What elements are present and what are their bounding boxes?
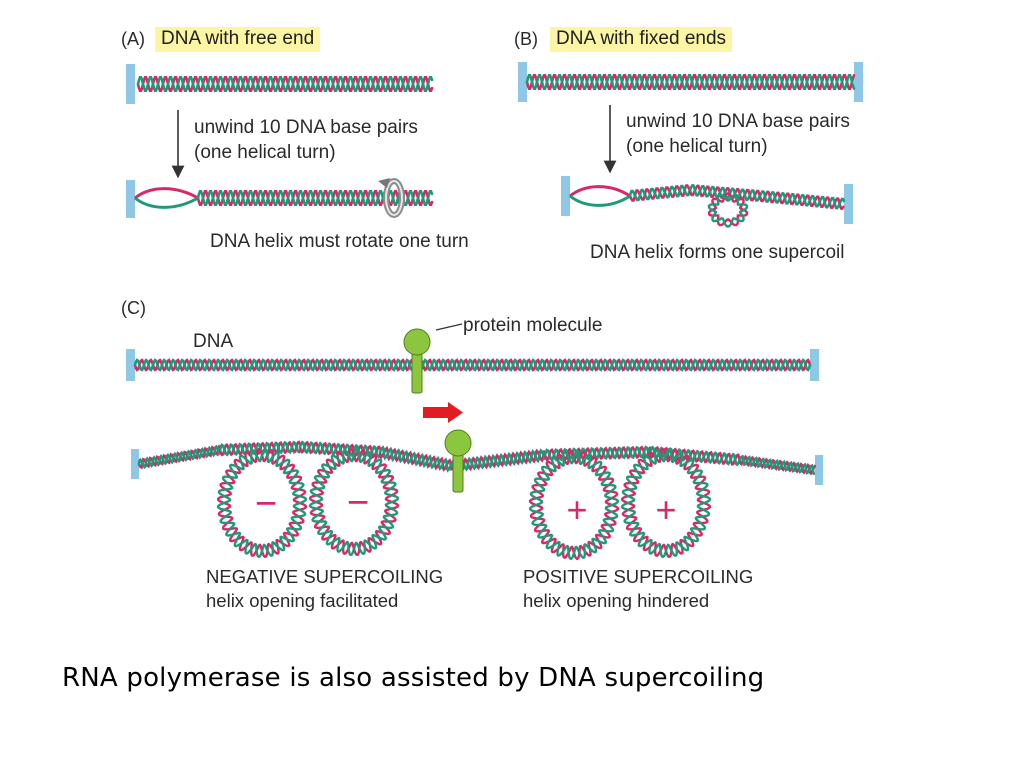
dna-strand [378,445,454,473]
leader-line [435,323,463,331]
positive-supercoil-loop [528,449,620,561]
dna-helix-relaxed [525,74,856,90]
dna-helix-segment [378,445,454,473]
dna-helix-relaxed [133,358,812,372]
dna-strand [218,440,302,457]
slide-caption: RNA polymerase is also assisted by DNA s… [62,663,765,693]
dna-strand [450,448,547,473]
dna-strand [136,76,434,92]
dna-helix-relaxed [136,76,434,92]
dna-helix-segment [738,454,817,476]
negative-supercoiling-title: NEGATIVE SUPERCOILING [206,566,444,587]
dna-helix-segment [196,190,434,206]
panel-b-title: DNA with fixed ends [550,27,733,52]
anchor-block [126,349,135,381]
dna-strand [620,447,712,559]
anchor-block [844,184,853,224]
panel-b-step-line1: unwind 10 DNA base pairs [626,111,850,132]
anchor-block [126,180,135,218]
positive-supercoiling-title: POSITIVE SUPERCOILING [523,566,754,587]
dna-helix-segment [543,445,652,462]
dna-strand [628,184,691,202]
negative-sign: − [255,483,277,525]
anchor-block [561,176,570,216]
protein-molecule-icon [444,429,472,493]
dna-strand [525,74,856,90]
panel-a-result: DNA helix must rotate one turn [210,231,469,252]
anchor-block [854,62,863,102]
dna-strand [308,447,400,557]
positive-sign: + [655,489,676,530]
supercoil-loop [707,192,749,228]
dna-helix-segment [137,444,222,470]
dna-strand [738,454,816,476]
negative-supercoil-loop [216,447,308,559]
anchor-block [815,455,823,485]
panel-a-step-line2: (one helical turn) [194,142,336,163]
anchor-block [131,449,139,479]
dna-strand [137,444,222,470]
negative-supercoiling-subtitle: helix opening facilitated [206,590,399,611]
dna-label: DNA [193,331,234,352]
positive-supercoil-loop [620,447,712,559]
dna-helix-unwound [569,185,631,207]
dna-helix-unwound [134,187,199,209]
dna-strand [196,190,434,206]
dna-helix-segment [758,190,846,210]
rotation-arrow-icon [378,178,405,218]
dna-helix-segment [628,184,691,202]
anchor-block [810,349,819,381]
panel-b-step-line2: (one helical turn) [626,136,768,157]
panel-c-tag: (C) [121,298,146,318]
dna-strand [688,184,761,202]
panel-a-title: DNA with free end [155,27,321,52]
positive-supercoiling-subtitle: helix opening hindered [523,590,710,611]
direction-arrow-icon [423,402,463,423]
dna-helix-segment [688,184,761,202]
negative-sign: − [347,482,369,524]
negative-supercoil-loop [308,447,400,557]
protein-label: protein molecule [463,315,603,336]
dna-strand [216,447,308,559]
anchor-block [518,62,527,102]
dna-strand [133,358,812,372]
anchor-block [126,64,135,104]
dna-strand [758,190,846,210]
dna-strand [298,440,381,459]
dna-strand [528,449,620,561]
dna-strand [707,193,749,228]
panel-a-tag: (A) [121,29,145,49]
protein-molecule-icon [403,328,431,394]
panel-a-step-line1: unwind 10 DNA base pairs [194,117,418,138]
positive-sign: + [566,489,587,530]
dna-helix-segment [450,448,547,473]
panel-b-result: DNA helix forms one supercoil [590,242,845,263]
panel-b-tag: (B) [514,29,538,49]
